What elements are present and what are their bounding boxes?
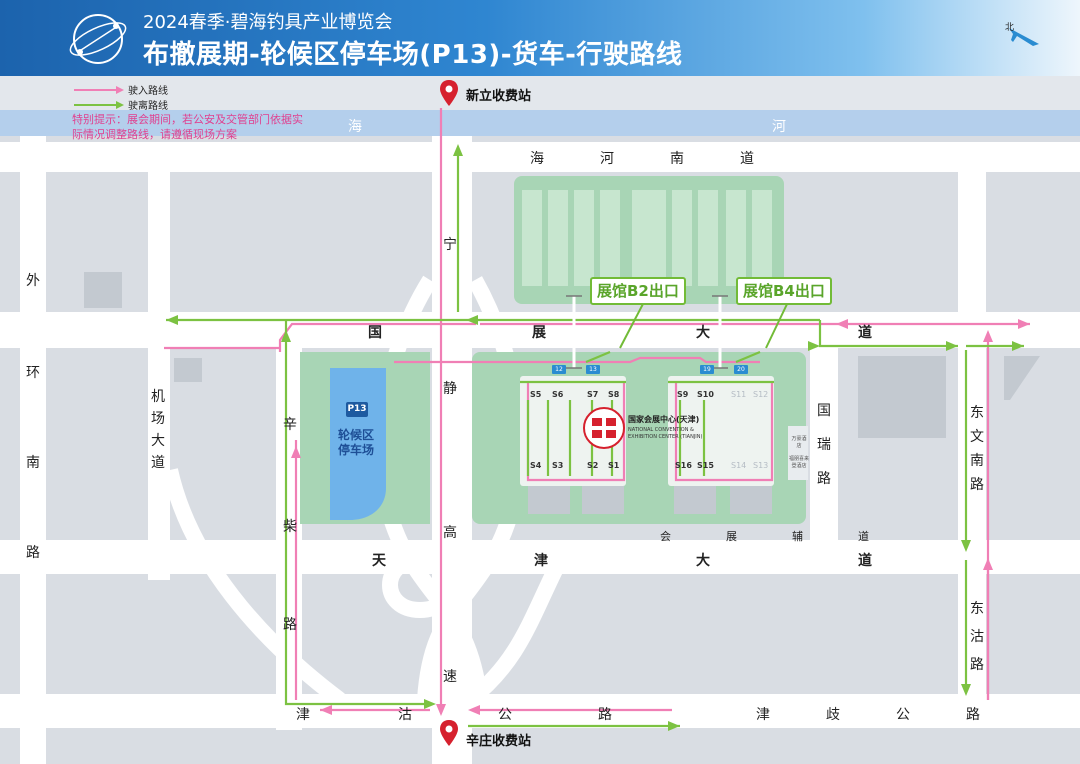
road-label-dongwen: 东 xyxy=(970,405,984,421)
gate-badge: 12 xyxy=(552,365,566,374)
callout-b2-exit: 展馆B2出口 xyxy=(590,277,686,305)
location-pin-icon xyxy=(440,80,458,106)
globe-logo-icon xyxy=(69,14,127,64)
road-label-tianjin: 津 xyxy=(534,553,548,569)
poi-hotel-2: 福朋喜来登酒店 xyxy=(788,456,809,469)
hall-label: S12 xyxy=(753,390,769,399)
road-label-waihuan: 路 xyxy=(26,545,40,561)
special-notice: 特别提示：展会期间，若公安及交管部门依据实际情况调整路线，请遵循现场方案 xyxy=(72,113,303,141)
hall-label: S16 xyxy=(675,461,692,470)
road-label-jichang: 机 xyxy=(151,389,165,405)
hall-label: S4 xyxy=(530,461,542,470)
parking-name: 轮候区 停车场 xyxy=(338,428,375,457)
hall-label: S11 xyxy=(731,390,747,399)
toll-station-north: 新立收费站 xyxy=(466,89,532,104)
road-label-haihe: 道 xyxy=(740,151,754,167)
road-label-huizhan: 辅 xyxy=(792,530,803,543)
road-label-jingu: 津 xyxy=(296,707,310,723)
compass-plane-icon: 北 xyxy=(1005,22,1039,46)
road-label-waihuan: 南 xyxy=(26,455,40,471)
toll-station-south: 辛庄收费站 xyxy=(466,734,532,749)
road-label-xinchai: 柴 xyxy=(283,519,297,535)
poi-hotel-1: 万豪酒店 xyxy=(791,436,807,449)
road-label-haihe: 南 xyxy=(670,151,684,167)
road-label-donggu: 东 xyxy=(970,601,984,617)
road-label-guorui: 瑞 xyxy=(817,437,831,453)
road-label-huizhan: 会 xyxy=(660,530,671,543)
callout-b4-exit: 展馆B4出口 xyxy=(736,277,832,305)
road-label-ningjing: 静 xyxy=(443,381,457,397)
center-logo-icon xyxy=(583,407,625,449)
hall-label: S9 xyxy=(677,390,689,399)
road-label-haihe: 河 xyxy=(600,151,614,167)
hall-label: S13 xyxy=(753,461,769,470)
road-label-jichang: 大 xyxy=(151,433,165,449)
hall-label: S15 xyxy=(697,461,714,470)
center-name: 国家会展中心(天津) xyxy=(628,415,700,424)
header-banner: 2024春季·碧海钓具产业博览会 布撤展期-轮候区停车场(P13)-货车-行驶路… xyxy=(0,0,1080,76)
hall-label: S7 xyxy=(587,390,599,399)
road-label-guozhan: 国 xyxy=(368,325,382,341)
road-label-jingu: 公 xyxy=(498,707,512,723)
parking-code-badge: P13 xyxy=(346,402,368,417)
road-label-jingu: 沽 xyxy=(398,707,412,723)
road-label-huizhan: 展 xyxy=(726,530,737,543)
road-label-guozhan: 展 xyxy=(532,325,546,341)
buildings xyxy=(84,272,1040,438)
gate-badge: 19 xyxy=(700,365,714,374)
legend-entry: 驶入路线 xyxy=(74,82,168,97)
road-label-guorui: 路 xyxy=(817,471,831,487)
road-label-tianjin: 大 xyxy=(696,553,710,569)
road-label-jichang: 场 xyxy=(151,411,165,427)
parking-area-p13 xyxy=(330,368,386,520)
center-name-en: NATIONAL CONVENTION & EXHIBITION CENTER … xyxy=(628,427,703,440)
road-label-donggu: 沽 xyxy=(970,629,984,645)
road-label-dongwen: 南 xyxy=(970,453,984,469)
legend-exit-label: 驶离路线 xyxy=(128,101,168,112)
road-label-tianjin: 道 xyxy=(858,553,872,569)
hall-label: S6 xyxy=(552,390,564,399)
hall-label: S10 xyxy=(697,390,714,399)
event-subtitle: 2024春季·碧海钓具产业博览会 xyxy=(143,12,393,33)
road-label-ningjing: 高 xyxy=(443,525,457,541)
road-label-tianjin: 天 xyxy=(372,553,386,569)
hall-label: S5 xyxy=(530,390,542,399)
gate-badge: 13 xyxy=(586,365,600,374)
road-label-guozhan: 道 xyxy=(858,325,872,341)
legend-entry-label: 驶入路线 xyxy=(128,86,168,97)
legend-exit: 驶离路线 xyxy=(74,97,168,112)
river-label-1: 海 xyxy=(348,119,362,135)
road-label-haihe: 海 xyxy=(530,151,544,167)
road-label-jinqi: 路 xyxy=(966,707,980,723)
page-title: 布撤展期-轮候区停车场(P13)-货车-行驶路线 xyxy=(143,40,683,70)
road-label-jinqi: 津 xyxy=(756,707,770,723)
road-label-jinqi: 公 xyxy=(896,707,910,723)
hall-label: S8 xyxy=(608,390,620,399)
road-label-guozhan: 大 xyxy=(696,325,710,341)
location-pin-icon xyxy=(440,720,458,746)
road-label-ningjing: 速 xyxy=(443,669,457,685)
hall-label: S1 xyxy=(608,461,620,470)
river-label-2: 河 xyxy=(772,119,786,135)
road-label-jinqi: 歧 xyxy=(826,707,840,723)
hall-label: S3 xyxy=(552,461,564,470)
svg-text:北: 北 xyxy=(1005,22,1014,33)
hall-label: S14 xyxy=(731,461,747,470)
hall-label: S2 xyxy=(587,461,599,470)
road-label-guorui: 国 xyxy=(817,403,831,419)
road-label-donggu: 路 xyxy=(970,657,984,673)
road-label-jichang: 道 xyxy=(151,455,165,471)
road-label-waihuan: 环 xyxy=(26,365,40,381)
road-label-waihuan: 外 xyxy=(26,273,40,289)
gate-badge: 20 xyxy=(734,365,748,374)
road-label-dongwen: 路 xyxy=(970,477,984,493)
road-label-huizhan: 道 xyxy=(858,530,869,543)
road-label-ningjing: 宁 xyxy=(443,237,457,253)
road-label-xinchai: 路 xyxy=(283,617,297,633)
road-label-dongwen: 文 xyxy=(970,429,984,445)
road-label-xinchai: 辛 xyxy=(283,417,297,433)
road-label-jingu: 路 xyxy=(598,707,612,723)
